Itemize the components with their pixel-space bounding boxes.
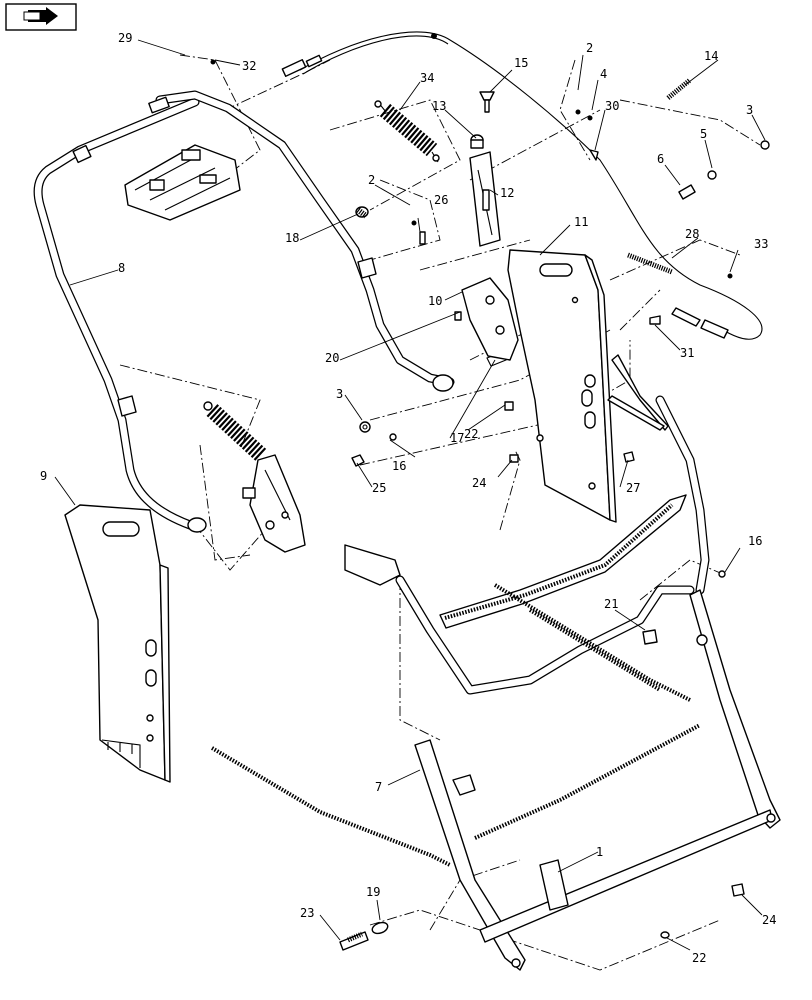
bracket-12 <box>469 151 501 247</box>
callout-29: 29 <box>118 31 132 45</box>
callout-20: 20 <box>325 351 339 365</box>
callout-18: 18 <box>285 231 299 245</box>
callout-5: 5 <box>700 127 707 141</box>
control-module-29 <box>124 59 241 221</box>
leader-lines <box>54 39 766 951</box>
callout-3: 3 <box>746 103 753 117</box>
callout-13: 13 <box>432 99 446 113</box>
callout-27: 27 <box>626 481 640 495</box>
callout-12: 12 <box>500 186 514 200</box>
callout-23: 23 <box>300 906 314 920</box>
callout-7: 7 <box>375 780 382 794</box>
callout-10: 10 <box>428 294 442 308</box>
lower-frame-7 <box>414 589 781 971</box>
callout-30: 30 <box>605 99 619 113</box>
callout-33: 33 <box>754 237 768 251</box>
callout-22: 22 <box>692 951 706 965</box>
hardware-bottom <box>339 883 745 951</box>
callout-28: 28 <box>685 227 699 241</box>
callout-21: 21 <box>604 597 618 611</box>
alignment-lines <box>119 54 761 971</box>
control-cable <box>281 31 763 340</box>
callout-8: 8 <box>118 261 125 275</box>
bracket-10 <box>461 277 519 361</box>
spring-34 <box>374 100 440 163</box>
seat-rails <box>210 583 701 867</box>
callout-34: 34 <box>420 71 434 85</box>
callouts: 1 2 2 3 3 4 5 6 7 8 9 10 11 12 13 14 15 … <box>40 31 776 965</box>
latch-assembly <box>242 454 306 553</box>
callout-2: 2 <box>586 41 593 55</box>
side-plate-11 <box>507 249 617 523</box>
callout-26: 26 <box>434 193 448 207</box>
callout-31: 31 <box>680 346 694 360</box>
callout-9: 9 <box>40 469 47 483</box>
callout-15: 15 <box>514 56 528 70</box>
handle-bar-8 <box>33 90 455 533</box>
callout-3: 3 <box>336 387 343 401</box>
seat-frame <box>344 395 710 695</box>
callout-16: 16 <box>392 459 406 473</box>
callout-25: 25 <box>372 481 386 495</box>
callout-32: 32 <box>242 59 256 73</box>
callout-16: 16 <box>748 534 762 548</box>
hardware-top <box>351 78 770 645</box>
lower-spring <box>203 401 268 462</box>
arrow-icon[interactable] <box>5 3 77 31</box>
frame-bracket <box>607 354 669 431</box>
callout-22: 22 <box>464 427 478 441</box>
callout-24: 24 <box>762 913 776 927</box>
callout-14: 14 <box>704 49 718 63</box>
callout-6: 6 <box>657 152 664 166</box>
callout-2: 2 <box>368 173 375 187</box>
side-plate-9 <box>64 504 171 783</box>
rod-28 <box>627 252 673 275</box>
callout-17: 17 <box>450 431 464 445</box>
callout-4: 4 <box>600 67 607 81</box>
callout-1: 1 <box>596 845 603 859</box>
callout-24: 24 <box>472 476 486 490</box>
callout-19: 19 <box>366 885 380 899</box>
callout-11: 11 <box>574 215 588 229</box>
